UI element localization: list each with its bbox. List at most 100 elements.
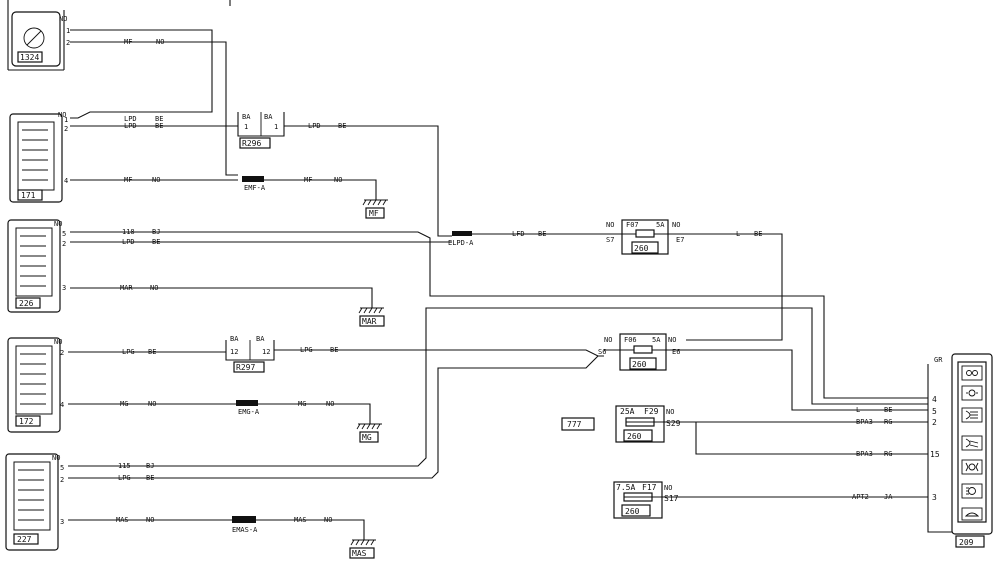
fuse-f29[interactable]: 25A F29 NO S29 260	[615, 405, 686, 443]
splice-emas[interactable]: EMAS-A	[232, 516, 258, 534]
wire-label: NO	[150, 284, 158, 292]
panel-switch-rear-defrost-icon	[961, 365, 983, 381]
splice-label: EMF-A	[244, 184, 266, 192]
wire-label: RG	[884, 418, 892, 426]
wire-label: NO	[148, 400, 156, 408]
component-227[interactable]: 227	[5, 453, 59, 551]
component-171-label: 171	[21, 191, 36, 200]
fuse-name: F29	[644, 407, 659, 416]
ground-label: MG	[362, 433, 372, 442]
component-227-label: 227	[17, 535, 32, 544]
fuse-name: F07	[626, 221, 639, 229]
fuse-rating: 7.5A	[616, 483, 635, 492]
connector-pin-code: BA	[264, 113, 273, 121]
wire-label: RG	[884, 450, 892, 458]
fuse-box-label: 260	[627, 432, 642, 441]
component-226[interactable]: 226	[7, 219, 61, 313]
fuse-code: NO	[604, 336, 612, 344]
wire-label: L	[736, 230, 740, 238]
wire-label: LPD	[122, 238, 135, 246]
ground-mf: MF	[362, 199, 388, 219]
wire-label: NO	[334, 176, 342, 184]
fuse-rating: 5A	[652, 336, 661, 344]
pin-number: 1	[66, 27, 70, 35]
panel-code: GR	[934, 356, 943, 364]
fuse-box-label: 260	[625, 507, 640, 516]
pin-code: NO	[54, 338, 62, 346]
connector-r296[interactable]: BA BA 1 1 R296	[237, 112, 285, 149]
pin-code: NO	[58, 111, 66, 119]
component-172-label: 172	[19, 417, 34, 426]
ground-mg: MG	[356, 423, 382, 443]
wire-label: BE	[155, 122, 163, 130]
wire-label: BE	[330, 346, 338, 354]
connector-pin-code: BA	[230, 335, 239, 343]
wire-label: NO	[326, 400, 334, 408]
pin-number: 2	[66, 39, 70, 47]
wire-label: MAR	[120, 284, 133, 292]
fuse-name: F17	[642, 483, 657, 492]
wire-label: LPD	[308, 122, 321, 130]
wire-label: BE	[754, 230, 762, 238]
fuse-f17[interactable]: 7.5A F17 NO S17 260	[613, 481, 686, 519]
wire-label: APT2	[852, 493, 869, 501]
fuse-code: NO	[606, 221, 614, 229]
panel-pin: 2	[932, 418, 937, 427]
switch-panel-209[interactable]: 209	[927, 353, 993, 548]
splice-label: ELPD-A	[448, 239, 474, 247]
splice-label: EMAS-A	[232, 526, 258, 534]
connector-r297[interactable]: BA BA 12 12 R297	[225, 335, 275, 373]
splice-elpd[interactable]: ELPD-A	[448, 231, 474, 247]
wire-label: NO	[146, 516, 154, 524]
pin-number: 5	[62, 230, 66, 238]
wire-label: MAS	[294, 516, 307, 524]
pin-code: NO	[59, 15, 67, 23]
pin-number: 2	[62, 240, 66, 248]
wire-label: BPA3	[856, 418, 873, 426]
component-171[interactable]: 171	[9, 113, 63, 203]
connector-pin: 12	[230, 348, 238, 356]
wire-label: BE	[148, 348, 156, 356]
pin-number: 2	[64, 125, 68, 133]
wire-label: MF	[124, 176, 132, 184]
fuse-pin: S17	[664, 494, 679, 503]
fuse-code: NO	[666, 408, 674, 416]
wire-label: 118	[122, 228, 135, 236]
panel-pin: 5	[932, 407, 937, 416]
fuse-pin: E6	[672, 348, 680, 356]
splice-emg[interactable]: EMG-A	[236, 400, 260, 416]
component-172[interactable]: 172	[7, 337, 61, 433]
fuse-rating: 5A	[656, 221, 665, 229]
wire-label: JA	[884, 493, 893, 501]
wire-label: BE	[155, 115, 163, 123]
wire-label: BPA3	[856, 450, 873, 458]
fuse-name: F06	[624, 336, 637, 344]
component-1324[interactable]: 1324	[7, 0, 65, 71]
wire-label: LPG	[118, 474, 131, 482]
connector-r296-label: R296	[242, 139, 261, 148]
pin-number: 4	[64, 177, 68, 185]
wire-label: LPD	[124, 122, 137, 130]
wire-label: BJ	[152, 228, 160, 236]
wire-label: BE	[146, 474, 154, 482]
wire-label: BE	[338, 122, 346, 130]
connector-pin-code: BA	[256, 335, 265, 343]
splice-emf[interactable]: EMF-A	[242, 176, 266, 192]
ground-label: MAR	[362, 317, 377, 326]
wire-label: L	[856, 406, 860, 414]
fuse-code: NO	[672, 221, 680, 229]
connector-pin: 1	[274, 123, 278, 131]
fuse-box-label: 260	[634, 244, 649, 253]
fuse-f06[interactable]: NO F06 5A NO S6 E6 260	[598, 333, 686, 371]
wire-label: BE	[884, 406, 892, 414]
tag-777: 777	[561, 417, 595, 431]
wire-label: 115	[118, 462, 131, 470]
connector-pin-code: BA	[242, 113, 251, 121]
panel-switch-fog-light-icon	[961, 459, 983, 475]
component-226-label: 226	[19, 299, 34, 308]
pin-number: 4	[60, 401, 64, 409]
fuse-f07[interactable]: NO F07 5A NO S7 E7 260	[604, 219, 686, 255]
fuse-code: NO	[668, 336, 676, 344]
panel-switch-seat-heater-icon	[961, 507, 983, 521]
ground-mas: MAS	[349, 539, 376, 559]
